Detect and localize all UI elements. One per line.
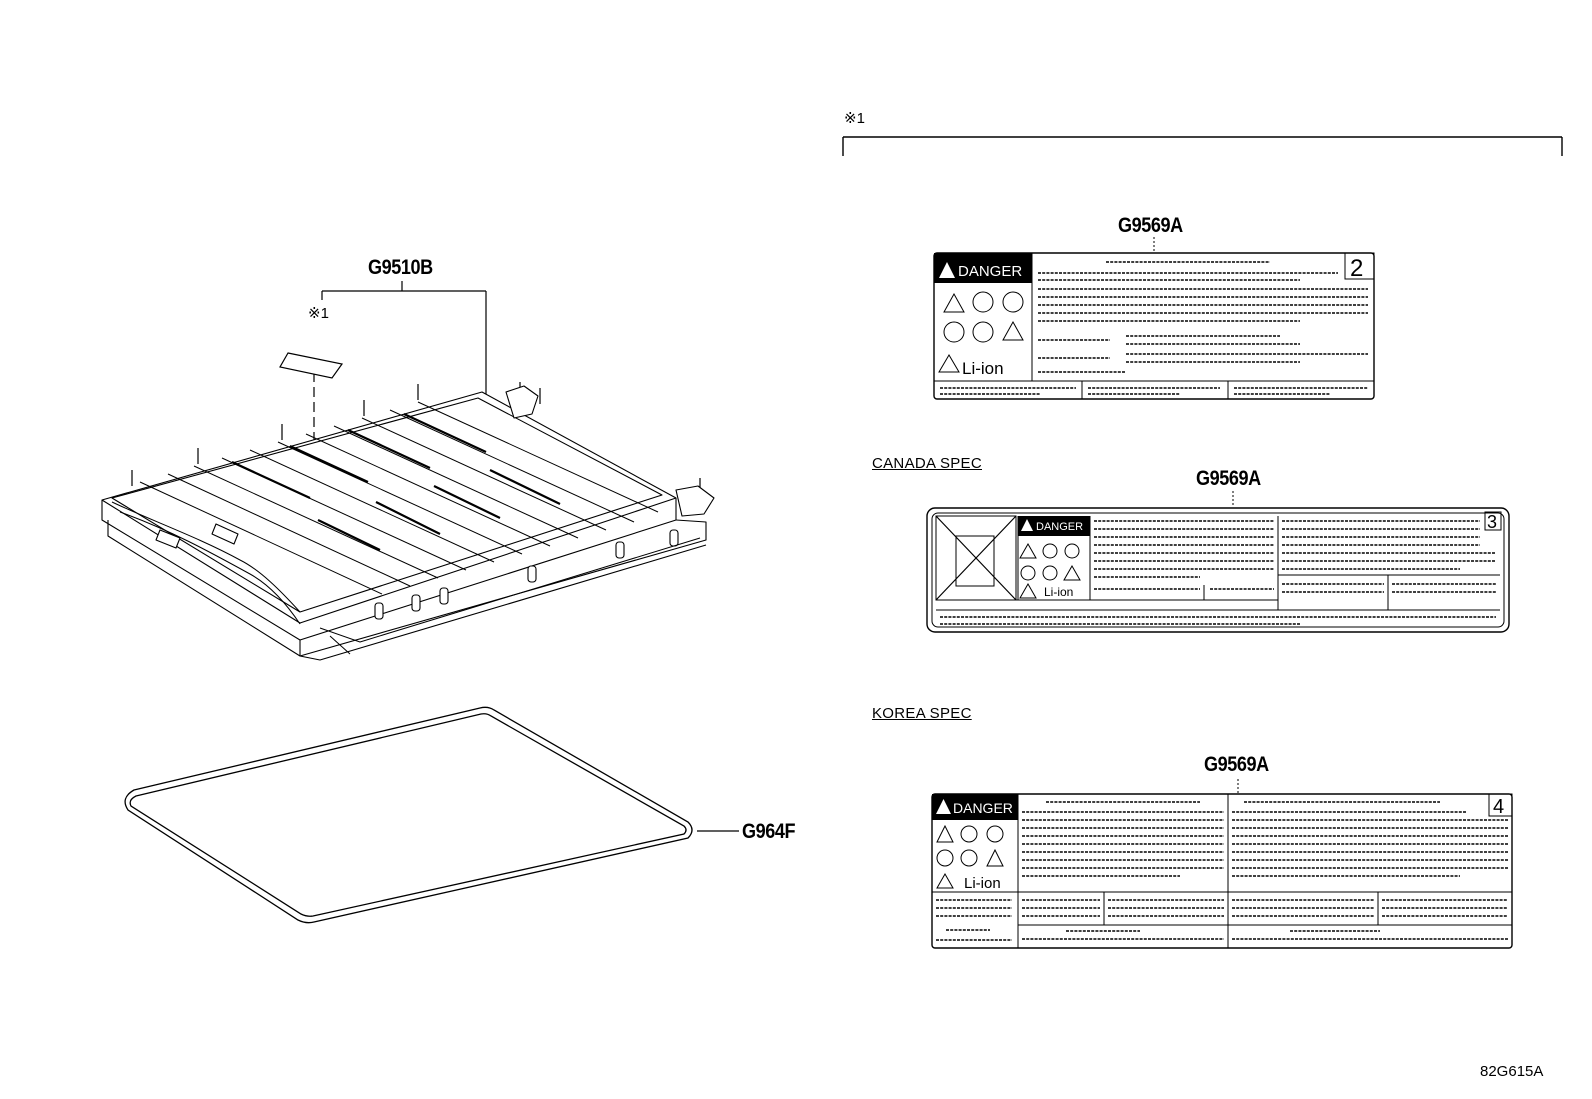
note-marker-top: ※1 bbox=[844, 110, 865, 127]
part-code-g9510b[interactable]: G9510B bbox=[368, 256, 433, 279]
canada-spec-heading: CANADA SPEC bbox=[872, 455, 982, 472]
label-4-liion-text: Li-ion bbox=[964, 875, 1001, 892]
label-2-number: 2 bbox=[1350, 255, 1363, 282]
label-card-3 bbox=[926, 491, 1510, 633]
warning-triangle-icon bbox=[939, 262, 955, 278]
battery-pack bbox=[101, 382, 715, 661]
warning-triangle-icon bbox=[1021, 519, 1033, 531]
label-4-danger-text: DANGER bbox=[953, 800, 1013, 816]
label-3-liion-text: Li-ion bbox=[1044, 585, 1073, 599]
label-card-4 bbox=[931, 779, 1513, 949]
label-3-part-code[interactable]: G9569A bbox=[1196, 467, 1261, 490]
label-3-number: 3 bbox=[1487, 512, 1497, 532]
note-bracket bbox=[842, 136, 1563, 156]
drawing-number: 82G615A bbox=[1480, 1063, 1544, 1080]
label-3-danger-text: DANGER bbox=[1036, 521, 1083, 533]
part-code-g964f[interactable]: G964F bbox=[742, 820, 796, 843]
label-card-2 bbox=[933, 237, 1375, 400]
label-2-part-code[interactable]: G9569A bbox=[1118, 214, 1183, 237]
battery-label-sticker bbox=[279, 352, 344, 379]
warning-triangle-icon bbox=[936, 799, 951, 814]
label-2-liion-text: Li-ion bbox=[962, 359, 1004, 378]
label-2-danger-text: DANGER bbox=[958, 263, 1022, 280]
gasket bbox=[124, 706, 739, 924]
korea-spec-heading: KOREA SPEC bbox=[872, 705, 972, 722]
label-4-part-code[interactable]: G9569A bbox=[1204, 753, 1269, 776]
note-marker-battery: ※1 bbox=[308, 305, 329, 322]
label-4-number: 4 bbox=[1493, 796, 1504, 818]
